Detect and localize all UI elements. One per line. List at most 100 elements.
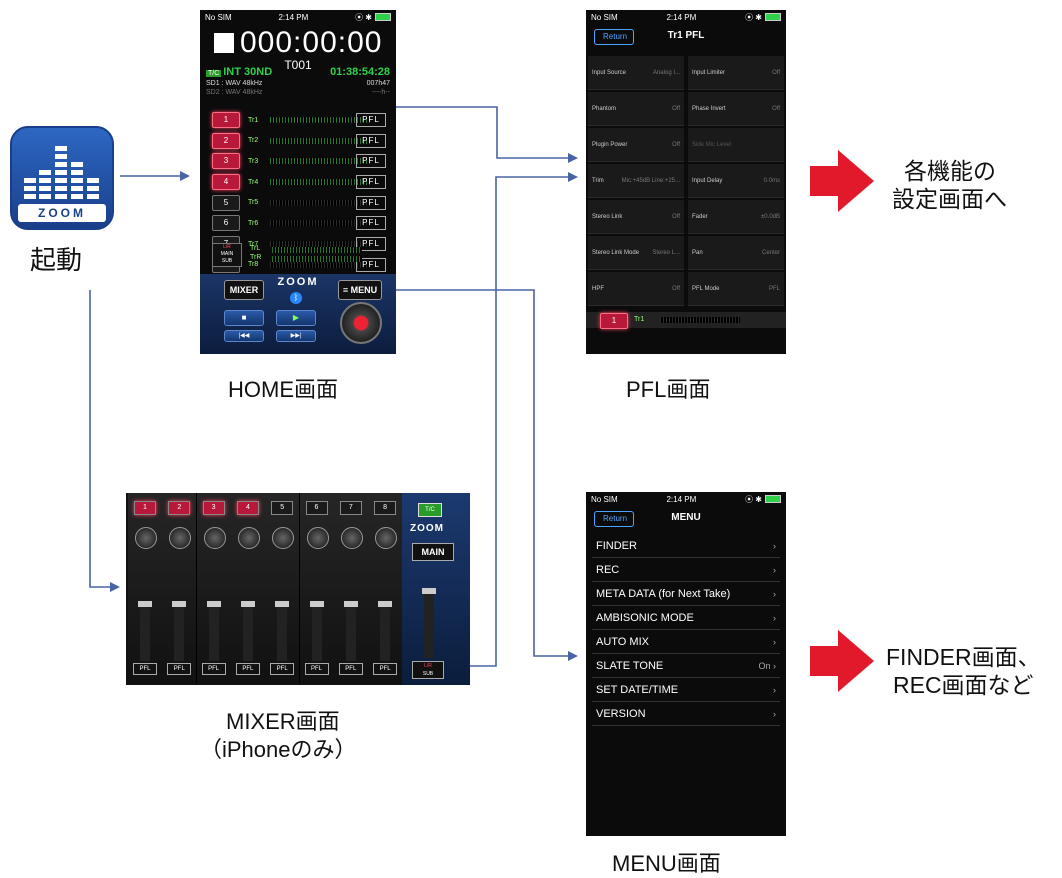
menu-item[interactable]: VERSION › — [592, 702, 780, 726]
main-button[interactable]: MAIN — [412, 543, 454, 561]
menu-item[interactable]: META DATA (for Next Take) › — [592, 582, 780, 606]
pan-knob[interactable] — [340, 527, 363, 549]
stop-button[interactable]: ■ — [224, 310, 264, 326]
pfl-screen: No SIM 2:14 PM ⦿ ✱ Return Tr1 PFL Input … — [586, 10, 786, 354]
track-button[interactable]: 4 — [212, 174, 240, 191]
pfl-setting-cell[interactable]: Fader±0.0dB — [688, 200, 784, 234]
zoom-logo: ZOOM — [18, 204, 106, 222]
menu-item[interactable]: AUTO MIX › — [592, 630, 780, 654]
track-name: Tr2 — [248, 137, 259, 145]
red-arrow-icon — [810, 630, 874, 692]
pfl-setting-cell[interactable]: Side Mic Level — [688, 128, 784, 162]
track-button[interactable]: 1 — [212, 112, 240, 128]
rewind-button[interactable]: |◀◀ — [224, 330, 264, 342]
chevron-right-icon: › — [773, 708, 776, 719]
channel-fader[interactable] — [172, 601, 187, 661]
track-button[interactable]: 6 — [212, 215, 240, 232]
timecode: 000:00:00 — [214, 26, 382, 60]
pfl-button[interactable]: PFL — [338, 663, 363, 675]
mixer-button[interactable]: MIXER — [224, 280, 264, 300]
level-meter — [270, 158, 370, 165]
menu-item[interactable]: SET DATE/TIME › — [592, 678, 780, 702]
pan-knob[interactable] — [135, 527, 157, 549]
pfl-button[interactable]: PFL — [235, 663, 260, 675]
pfl-button[interactable]: PFL — [270, 663, 295, 675]
pfl-button[interactable]: PFL — [356, 237, 386, 252]
channel-button[interactable]: 5 — [271, 501, 294, 515]
track-button[interactable]: 1 — [600, 313, 628, 329]
pfl-button[interactable]: PFL — [356, 113, 386, 127]
pfl-button[interactable]: PFL — [133, 663, 157, 675]
pan-knob[interactable] — [272, 527, 295, 549]
track-button[interactable]: 5 — [212, 194, 240, 211]
track-button[interactable]: 3 — [212, 153, 240, 170]
master-fader[interactable] — [422, 588, 436, 658]
channel-button[interactable]: 8 — [374, 501, 397, 515]
channel-fader[interactable] — [343, 601, 358, 661]
channel-fader[interactable] — [240, 601, 255, 661]
level-meter — [660, 317, 740, 323]
pfl-button[interactable]: PFL — [356, 175, 386, 190]
menu-item[interactable]: AMBISONIC MODE › — [592, 606, 780, 630]
channel-fader[interactable] — [138, 601, 152, 661]
pfl-button[interactable]: PFL — [201, 663, 226, 675]
pan-knob[interactable] — [237, 527, 260, 549]
battery-badge: T/C — [206, 70, 222, 77]
zoom-app-icon[interactable]: ZOOM — [10, 126, 114, 230]
forward-button[interactable]: ▶▶| — [276, 330, 316, 342]
play-button[interactable]: ▶ — [276, 310, 316, 326]
track-button[interactable]: 2 — [212, 132, 240, 149]
pan-knob[interactable] — [375, 527, 398, 549]
pan-knob[interactable] — [169, 527, 192, 549]
channel-fader[interactable] — [378, 601, 393, 661]
channel-fader[interactable] — [275, 601, 290, 661]
pfl-button[interactable]: PFL — [356, 257, 386, 272]
pfl-button[interactable]: PFL — [373, 663, 398, 675]
channel-button[interactable]: 4 — [236, 501, 259, 515]
pfl-button[interactable]: PFL — [356, 133, 386, 148]
menu-button[interactable]: ≡ MENU — [338, 280, 382, 300]
channel-button[interactable]: 1 — [134, 501, 156, 515]
menu-item[interactable]: REC › — [592, 558, 780, 582]
pan-knob[interactable] — [203, 527, 226, 549]
channel-button[interactable]: 6 — [305, 501, 328, 515]
channel-fader[interactable] — [206, 601, 221, 661]
pfl-button[interactable]: PFL — [356, 216, 386, 231]
level-meter — [270, 199, 370, 206]
return-button[interactable]: Return — [594, 29, 635, 45]
mixer-caption-1: MIXER画面 — [226, 709, 340, 734]
menu-item[interactable]: FINDER › — [592, 534, 780, 558]
record-button[interactable] — [340, 302, 382, 344]
channel-button[interactable]: 7 — [339, 501, 362, 515]
pfl-button[interactable]: PFL — [356, 195, 386, 210]
channel-button[interactable]: 3 — [202, 501, 225, 515]
channel-fader[interactable] — [309, 601, 324, 661]
pfl-button[interactable]: PFL — [356, 154, 386, 169]
pfl-button[interactable]: PFL — [167, 663, 192, 675]
channel-button[interactable]: 2 — [168, 501, 191, 515]
pfl-button[interactable]: PFL — [304, 663, 329, 675]
return-button[interactable]: Return — [594, 511, 635, 527]
pan-knob[interactable] — [306, 527, 329, 549]
